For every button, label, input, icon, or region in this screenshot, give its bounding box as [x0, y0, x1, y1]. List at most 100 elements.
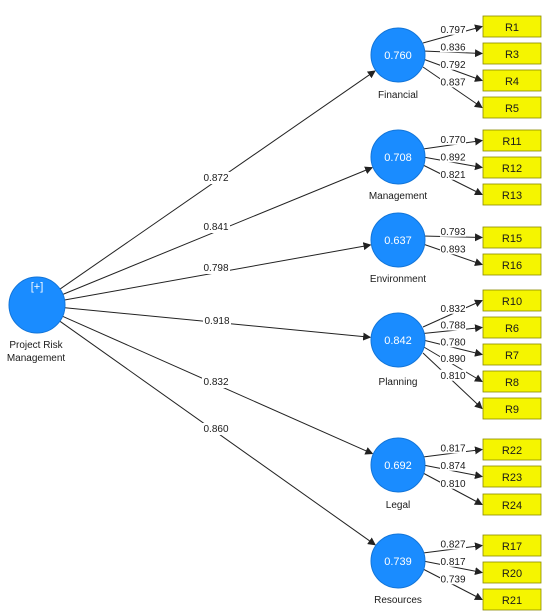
indicator-label: R11 — [502, 136, 521, 148]
loading-label-bg — [440, 477, 466, 489]
indicator-r10[interactable]: R10 — [482, 289, 542, 312]
construct-label-resources: Resources — [374, 595, 422, 606]
indicator-label: R1 — [505, 22, 519, 34]
indicator-r9[interactable]: R9 — [482, 397, 542, 420]
construct-label-legal: Legal — [386, 500, 410, 511]
indicator-box[interactable] — [482, 534, 542, 557]
indicator-label: R17 — [502, 541, 522, 553]
path-label-bg — [203, 315, 231, 327]
indicator-box[interactable] — [482, 397, 542, 420]
indicator-r3[interactable]: R3 — [482, 42, 542, 65]
source-label-line1: Project Risk — [9, 340, 63, 351]
indicator-label: R15 — [502, 233, 522, 245]
indicator-r5[interactable]: R5 — [482, 96, 542, 119]
indicator-box[interactable] — [482, 183, 542, 206]
indicator-r17[interactable]: R17 — [482, 534, 542, 557]
indicator-box[interactable] — [482, 343, 542, 366]
loading-label-bg — [440, 369, 466, 381]
indicator-r24[interactable]: R24 — [482, 493, 542, 516]
loading-value-r11: 0.770 — [440, 135, 465, 146]
construct-label-environment: Environment — [370, 274, 426, 285]
construct-label-planning: Planning — [379, 377, 418, 388]
construct-circle[interactable] — [370, 437, 426, 493]
construct-circle[interactable] — [370, 212, 426, 268]
indicator-r4[interactable]: R4 — [482, 69, 542, 92]
loading-label-bg — [440, 573, 466, 585]
edges-layer: 0.8720.7970.8360.7920.8370.8410.7700.892… — [59, 23, 483, 600]
loading-value-r4: 0.792 — [440, 60, 465, 71]
construct-circle[interactable] — [370, 129, 426, 185]
expand-badge[interactable]: [+] — [31, 281, 44, 293]
indicator-box[interactable] — [482, 226, 542, 249]
indicator-r21[interactable]: R21 — [482, 588, 542, 611]
loading-label-bg — [440, 442, 466, 454]
indicator-r23[interactable]: R23 — [482, 465, 542, 488]
loading-label-bg — [440, 353, 466, 364]
construct-value-resources: 0.739 — [384, 556, 412, 568]
path-coefficient-environment: 0.798 — [203, 263, 228, 274]
indicator-r13[interactable]: R13 — [482, 183, 542, 206]
indicator-label: R21 — [502, 595, 522, 607]
indicator-box[interactable] — [482, 156, 542, 179]
loading-label-bg — [440, 168, 466, 180]
construct-circle[interactable] — [370, 27, 426, 83]
construct-label-management: Management — [369, 191, 428, 202]
indicator-box[interactable] — [482, 493, 542, 516]
loading-value-r16: 0.893 — [440, 244, 465, 255]
loading-value-r17: 0.827 — [440, 539, 465, 550]
construct-circle[interactable] — [370, 533, 426, 589]
indicator-label: R16 — [502, 260, 522, 272]
indicator-r1[interactable]: R1 — [482, 15, 542, 38]
path-coefficient-planning: 0.918 — [204, 316, 229, 327]
loading-label-bg — [440, 225, 466, 237]
indicator-label: R13 — [502, 190, 522, 202]
loading-label-bg — [440, 336, 466, 348]
indicator-box[interactable] — [482, 370, 542, 393]
loading-label-bg — [440, 319, 466, 331]
loading-value-r6: 0.788 — [440, 321, 465, 332]
indicator-r11[interactable]: R11 — [482, 129, 542, 152]
loading-value-r9: 0.810 — [440, 371, 465, 382]
indicator-r15[interactable]: R15 — [482, 226, 542, 249]
indicator-r20[interactable]: R20 — [482, 561, 542, 584]
construct-circle[interactable] — [370, 312, 426, 368]
indicator-box[interactable] — [482, 588, 542, 611]
indicator-label: R3 — [505, 49, 519, 61]
path-label-bg — [202, 221, 230, 233]
indicator-r6[interactable]: R6 — [482, 316, 542, 339]
indicator-box[interactable] — [482, 289, 542, 312]
indicator-box[interactable] — [482, 438, 542, 461]
indicator-box[interactable] — [482, 15, 542, 38]
indicator-box[interactable] — [482, 561, 542, 584]
indicator-box[interactable] — [482, 316, 542, 339]
loading-value-r13: 0.821 — [440, 170, 465, 181]
indicator-box[interactable] — [482, 42, 542, 65]
loading-value-r1: 0.797 — [440, 25, 465, 36]
indicator-box[interactable] — [482, 96, 542, 119]
indicator-box[interactable] — [482, 253, 542, 276]
indicator-label: R24 — [502, 500, 522, 512]
indicator-box[interactable] — [482, 69, 542, 92]
loading-value-r24: 0.810 — [440, 479, 465, 490]
path-coefficient-management: 0.841 — [203, 222, 228, 233]
indicator-box[interactable] — [482, 465, 542, 488]
loading-label-bg — [440, 76, 466, 88]
indicator-r16[interactable]: R16 — [482, 253, 542, 276]
indicator-label: R8 — [505, 377, 519, 389]
indicator-label: R7 — [505, 350, 519, 362]
indicator-label: R22 — [502, 445, 522, 457]
construct-circle[interactable] — [8, 276, 66, 334]
indicator-r8[interactable]: R8 — [482, 370, 542, 393]
indicator-box[interactable] — [482, 129, 542, 152]
indicator-label: R12 — [502, 163, 522, 175]
indicator-r12[interactable]: R12 — [482, 156, 542, 179]
indicator-r7[interactable]: R7 — [482, 343, 542, 366]
indicator-r22[interactable]: R22 — [482, 438, 542, 461]
